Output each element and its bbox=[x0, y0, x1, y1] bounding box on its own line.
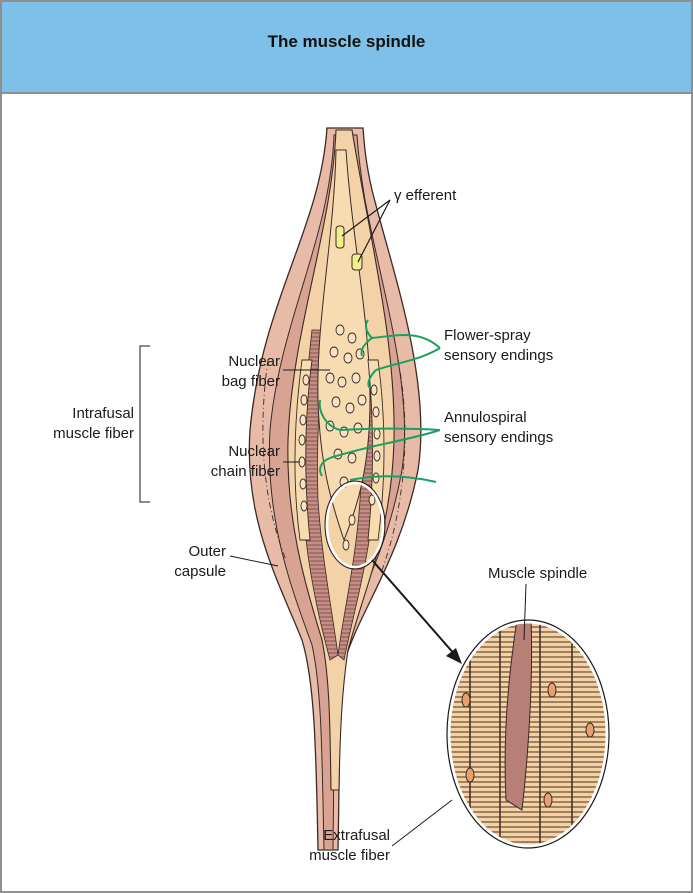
label-outer-capsule-2: capsule bbox=[174, 563, 226, 580]
label-annulospiral-2: sensory endings bbox=[444, 429, 553, 446]
label-annulospiral-1: Annulospiral bbox=[444, 409, 527, 426]
gamma-efferent-ending-1 bbox=[336, 226, 344, 248]
label-intrafusal-1: Intrafusal bbox=[72, 405, 134, 422]
label-extrafusal-2: muscle fiber bbox=[309, 847, 390, 864]
magnify-arrowhead bbox=[446, 648, 462, 664]
magnify-arrow bbox=[372, 560, 456, 656]
label-flower-spray-1: Flower-spray bbox=[444, 327, 531, 344]
label-muscle-spindle: Muscle spindle bbox=[488, 565, 587, 582]
label-nuclear-bag-1: Nuclear bbox=[228, 353, 280, 370]
label-nuclear-chain-2: chain fiber bbox=[211, 463, 280, 480]
magnified-section bbox=[440, 600, 620, 860]
intrafusal-bracket bbox=[140, 346, 150, 502]
label-gamma-efferent: γ efferent bbox=[394, 187, 457, 204]
label-outer-capsule-1: Outer bbox=[188, 543, 226, 560]
label-extrafusal-1: Extrafusal bbox=[323, 827, 390, 844]
label-intrafusal-2: muscle fiber bbox=[53, 425, 134, 442]
label-flower-spray-2: sensory endings bbox=[444, 347, 553, 364]
label-nuclear-bag-2: bag fiber bbox=[222, 373, 280, 390]
leader-extrafusal bbox=[392, 800, 452, 846]
label-nuclear-chain-1: Nuclear bbox=[228, 443, 280, 460]
